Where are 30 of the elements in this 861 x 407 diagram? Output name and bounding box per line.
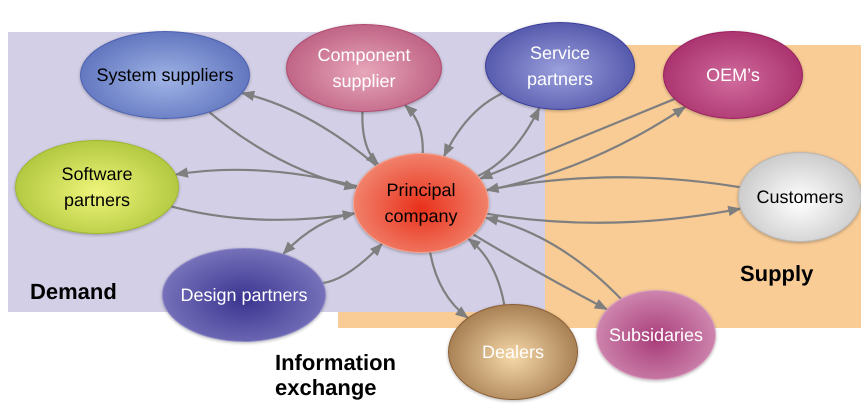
node-label: Dealers xyxy=(482,341,544,364)
flow-arrow xyxy=(241,91,377,166)
flow-arrow xyxy=(473,234,608,310)
flow-arrow xyxy=(429,252,469,319)
node-label: Software partners xyxy=(60,163,134,212)
flow-arrow xyxy=(487,206,742,224)
node-label: Design partners xyxy=(180,284,308,307)
flow-arrow xyxy=(478,107,540,177)
flow-arrow xyxy=(282,212,355,255)
flow-arrow xyxy=(479,98,675,180)
region-label: Information exchange xyxy=(275,350,397,401)
flow-arrow xyxy=(323,242,383,284)
flow-arrow xyxy=(209,112,358,190)
flow-arrow xyxy=(443,92,502,158)
region-label: Demand xyxy=(30,279,118,304)
node-label: Subsidaries xyxy=(608,324,704,347)
flow-arrow xyxy=(361,112,380,166)
node-label: Customers xyxy=(756,186,844,209)
node-label: OEM’s xyxy=(706,64,760,87)
region-label: Supply xyxy=(740,261,814,286)
node-label: Service partners xyxy=(526,42,594,91)
node-label: System suppliers xyxy=(96,64,234,87)
node-label: Principal company xyxy=(383,179,459,228)
flow-arrow xyxy=(404,104,424,154)
flow-arrow xyxy=(467,238,506,305)
flow-arrow xyxy=(171,205,356,221)
flow-arrow xyxy=(485,176,740,194)
flow-arrow xyxy=(174,168,358,188)
flow-arrow xyxy=(484,216,622,300)
node-label: Component supplier xyxy=(316,44,412,93)
